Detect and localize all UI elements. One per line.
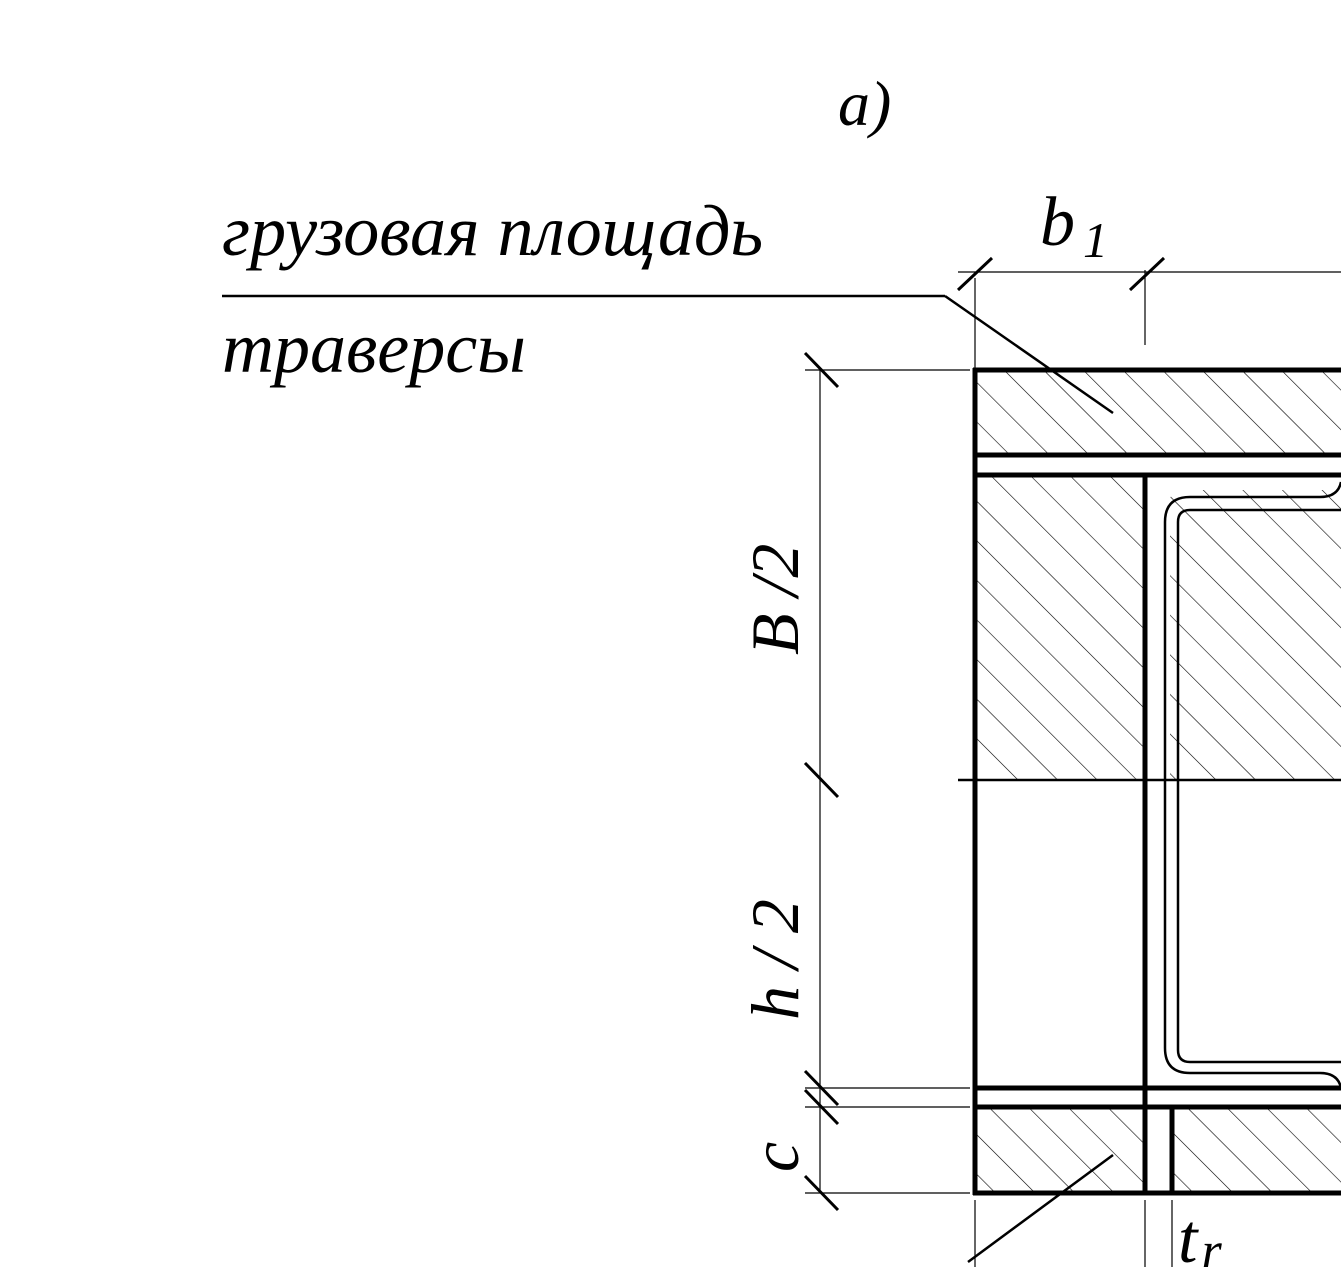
caption-line-1: грузовая площадь — [222, 191, 763, 271]
label-half-B: B /2 — [737, 544, 813, 655]
column-channel-section — [1163, 481, 1341, 1089]
label-half-h: h / 2 — [737, 899, 813, 1020]
label-c: c — [737, 1142, 813, 1172]
figure-label: а) — [838, 68, 891, 139]
label-b1-sub: 1 — [1083, 212, 1108, 268]
top-flange — [975, 452, 1341, 478]
dimension-tr — [974, 1200, 1173, 1267]
hatched-load-area — [975, 370, 1341, 1193]
traverse-web — [1142, 475, 1175, 1193]
label-tr-sub: r — [1201, 1223, 1222, 1267]
dimension-vertical-chain — [803, 351, 970, 1212]
bottom-flange — [975, 1085, 1341, 1110]
label-tr-main: t — [1178, 1201, 1199, 1267]
plate-outline — [972, 367, 1341, 1196]
dimension-b1 — [956, 256, 1341, 368]
label-tr: tr — [1178, 1201, 1222, 1267]
caption-line-2: траверсы — [222, 308, 526, 388]
label-b1-main: b — [1040, 184, 1075, 261]
leader-lines — [222, 294, 1114, 1264]
